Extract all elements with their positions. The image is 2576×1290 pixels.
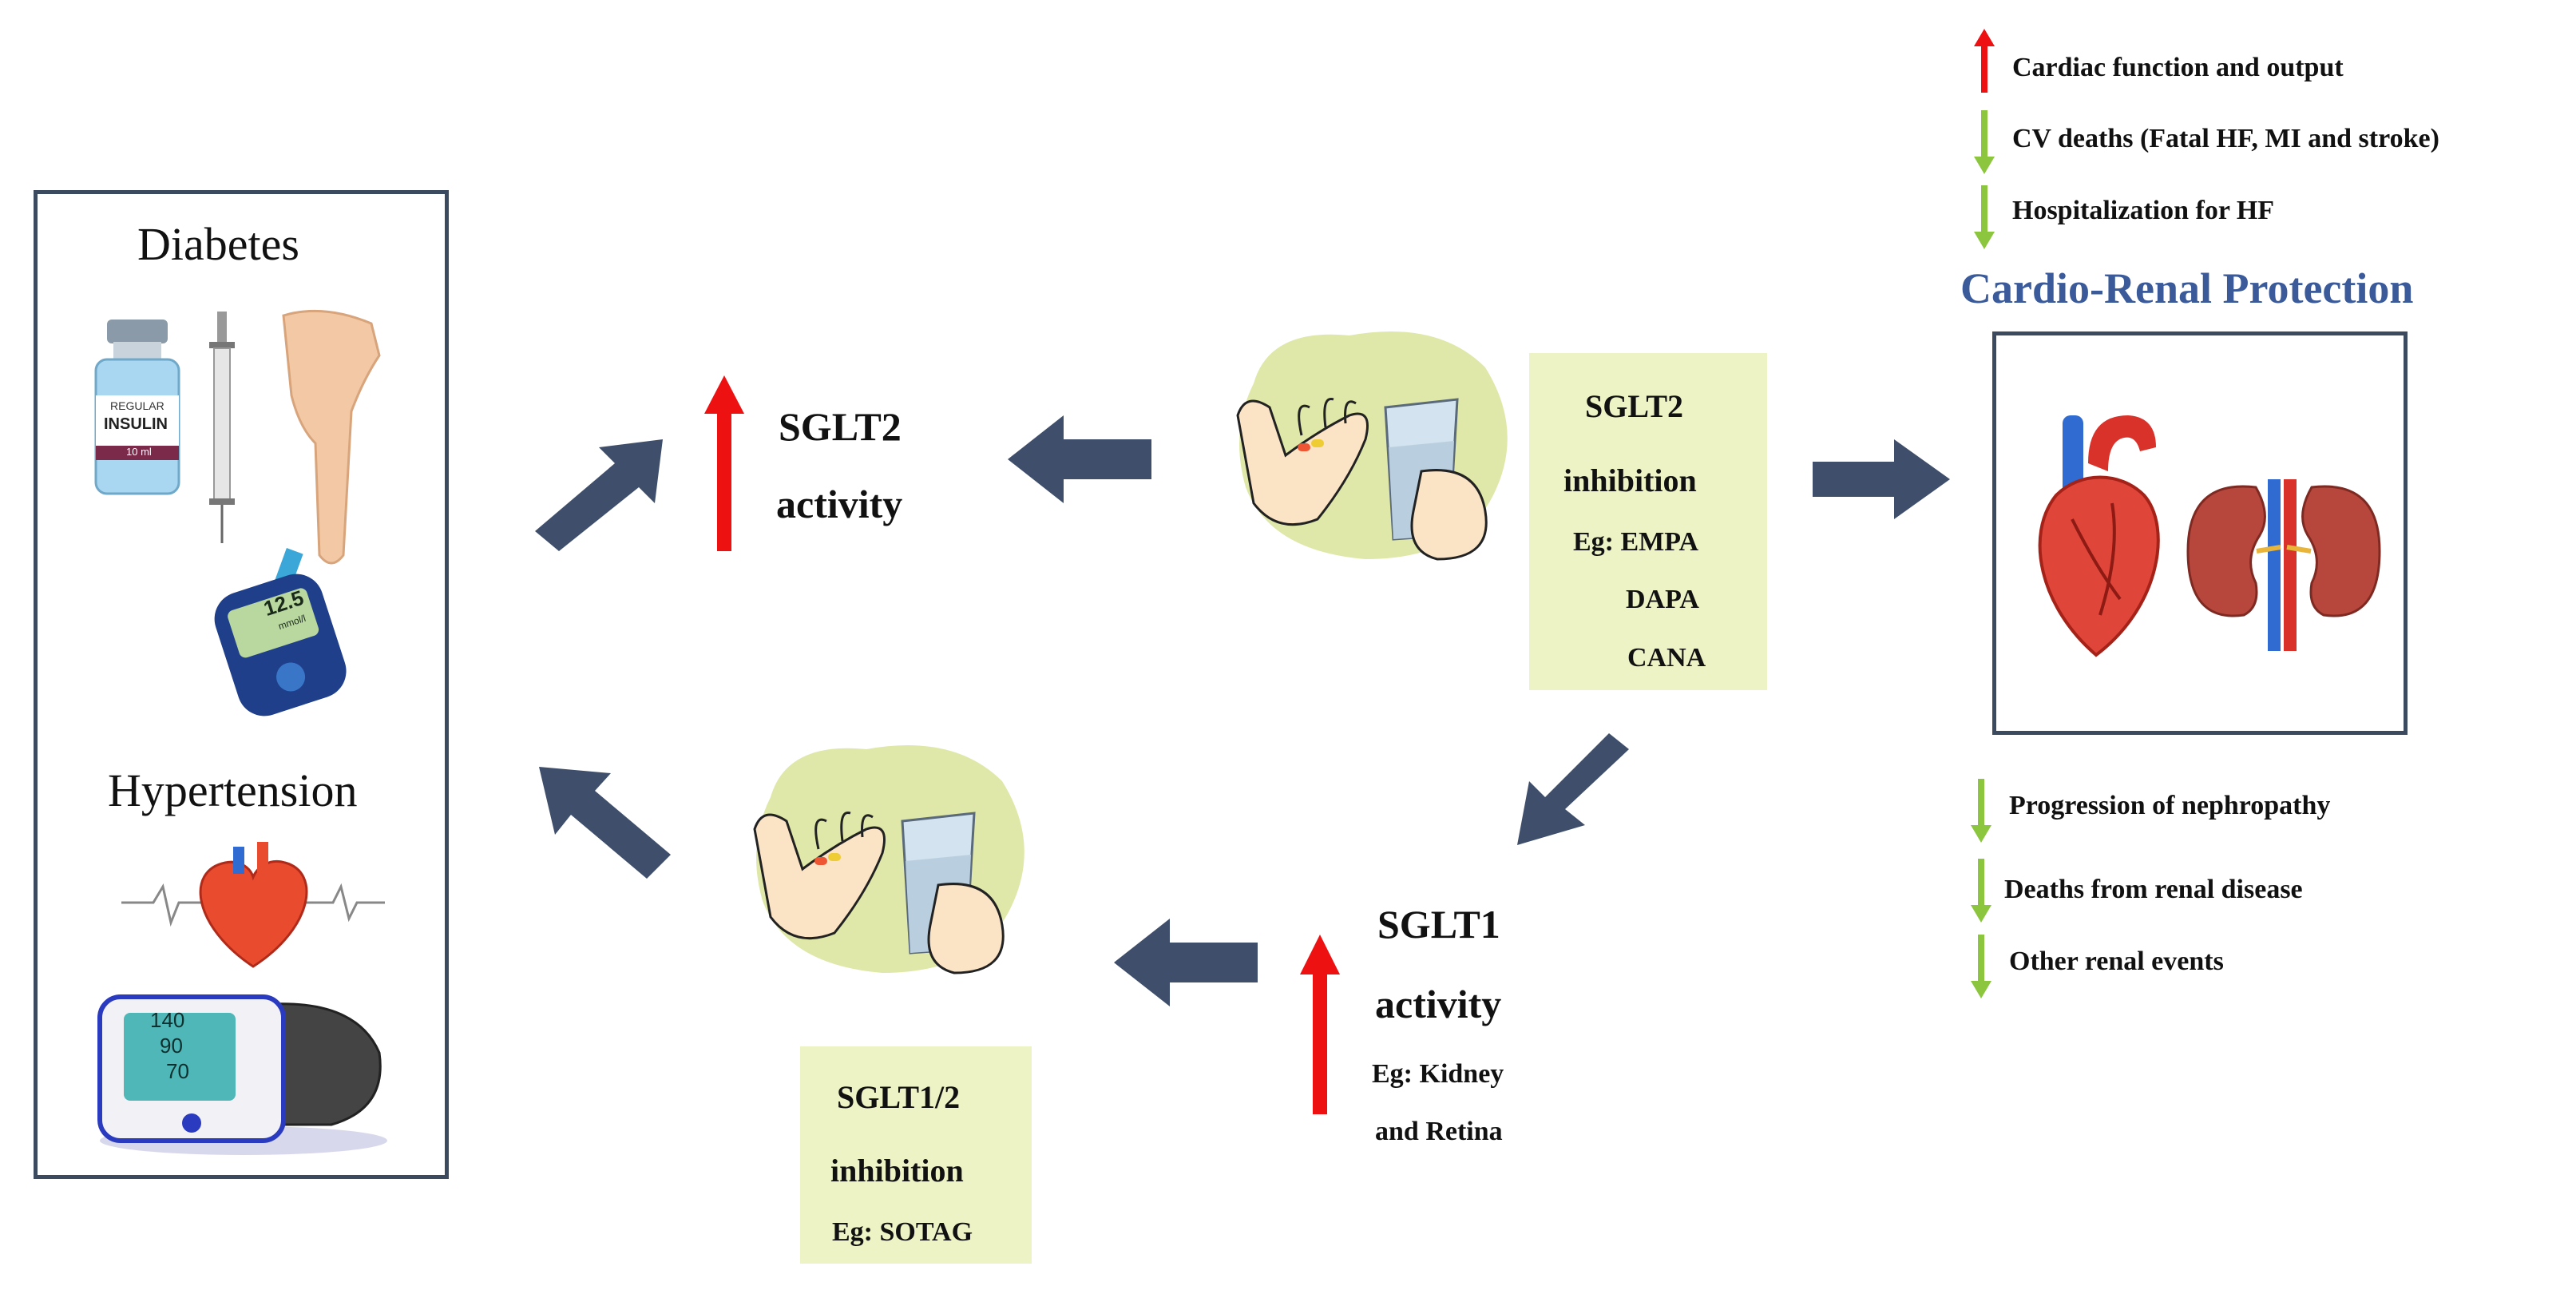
pill-and-water-icon — [753, 745, 1024, 974]
arrow-to-conditions — [539, 767, 671, 879]
sglt2-inhibition-line1: SGLT2 — [1585, 388, 1684, 424]
down-arrow-icon — [1971, 859, 1991, 923]
sglt2-inhibition-eg3: CANA — [1627, 643, 1706, 673]
insulin-vial-volume: 10 ml — [126, 446, 152, 458]
bp-pulse: 70 — [166, 1059, 189, 1083]
blood-pressure-monitor-icon — [97, 994, 387, 1155]
sglt2-activity-line2: activity — [776, 482, 903, 526]
sglt2-inhibition-line2: inhibition — [1563, 462, 1697, 498]
sglt2-inhibition-eg1: Eg: EMPA — [1573, 527, 1699, 557]
down-arrow-icon — [1971, 935, 1991, 998]
sglt1-activity-eg1: Eg: Kidney — [1372, 1059, 1504, 1089]
sglt1-activity-line2: activity — [1375, 982, 1502, 1026]
down-arrow-icon — [1974, 110, 1995, 174]
insulin-vial-insulin: INSULIN — [104, 415, 168, 433]
down-arrow-icon — [1974, 185, 1995, 249]
sglt2-activity-line1: SGLT2 — [779, 404, 902, 449]
arrow-left-top — [1008, 415, 1151, 503]
sglt1-activity-eg2: and Retina — [1375, 1117, 1503, 1146]
cardio-effect-2: CV deaths (Fatal HF, MI and stroke) — [2012, 124, 2439, 153]
cardio-effect-3: Hospitalization for HF — [2012, 196, 2275, 225]
arrow-down-to-sglt1 — [1517, 733, 1629, 845]
heartbeat-line-icon — [121, 842, 385, 968]
sglt12-inhibition-line1: SGLT1/2 — [837, 1079, 961, 1115]
cardio-effect-1: Cardiac function and output — [2012, 53, 2344, 82]
arrow-to-sglt2-activity — [535, 439, 663, 551]
up-arrow-icon — [704, 375, 744, 551]
glucometer-icon — [214, 548, 347, 716]
insulin-vial-regular: REGULAR — [110, 399, 164, 412]
renal-effect-2: Deaths from renal disease — [2004, 875, 2303, 904]
renal-effect-1: Progression of nephropathy — [2009, 791, 2331, 820]
up-arrow-icon — [1300, 935, 1340, 1114]
arrow-left-bottom — [1114, 919, 1258, 1006]
sglt12-inhibition-note — [800, 1046, 1032, 1264]
diabetes-label: Diabetes — [137, 218, 299, 270]
heart-organ-icon — [2038, 415, 2160, 657]
bp-diastolic: 90 — [160, 1034, 183, 1058]
protection-title: Cardio-Renal Protection — [1960, 264, 2414, 312]
insulin-vial-icon — [94, 320, 180, 495]
hypertension-label: Hypertension — [108, 764, 358, 816]
sglt12-inhibition-eg: Eg: SOTAG — [832, 1217, 973, 1247]
sglt2-inhibition-eg2: DAPA — [1626, 585, 1699, 614]
kidney-organ-icon — [2186, 479, 2381, 651]
pill-and-water-icon — [1236, 331, 1508, 561]
sglt12-inhibition-line2: inhibition — [830, 1153, 964, 1189]
sglt2-inhibition-note — [1529, 353, 1767, 690]
bp-systolic: 140 — [150, 1008, 185, 1032]
finger-icon — [282, 309, 381, 565]
up-arrow-icon — [1974, 29, 1995, 93]
renal-effect-3: Other renal events — [2009, 947, 2224, 976]
down-arrow-icon — [1971, 779, 1991, 843]
arrow-right-to-protection — [1813, 439, 1950, 519]
sglt1-activity-line1: SGLT1 — [1377, 902, 1500, 947]
syringe-icon — [209, 312, 235, 543]
